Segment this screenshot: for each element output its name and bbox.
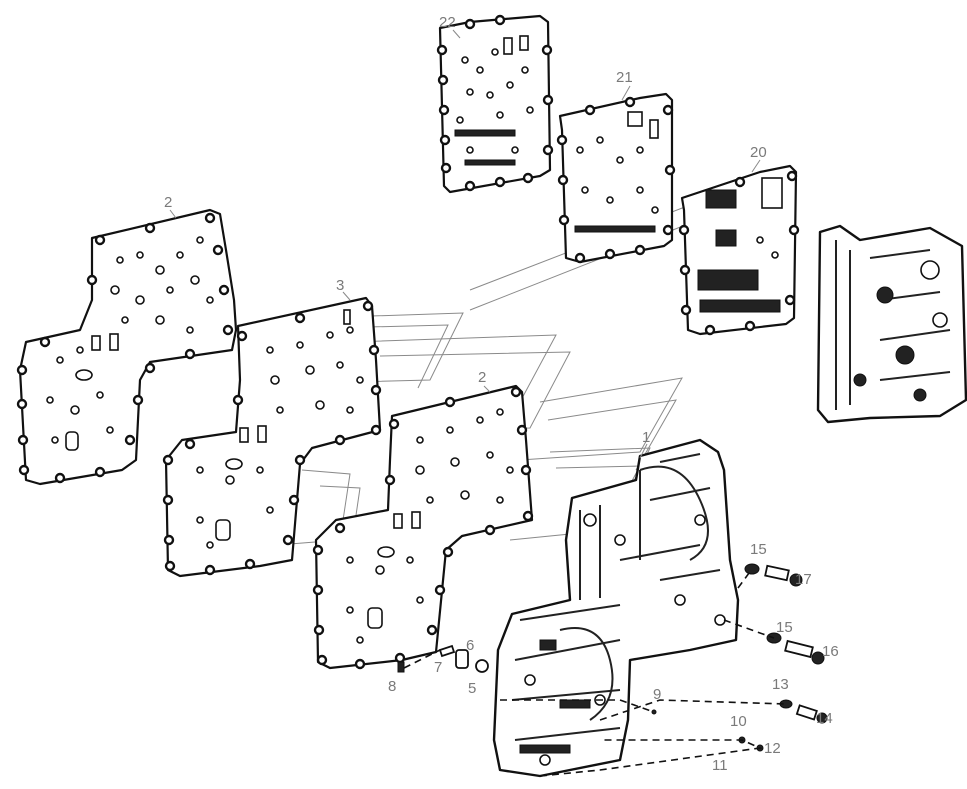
plate-22 (436, 14, 554, 194)
valve-body-housing (816, 224, 967, 424)
label-leaders (169, 29, 761, 459)
label-15-upper: 15 (750, 541, 767, 558)
label-22: 22 (439, 14, 456, 31)
plate-20 (678, 164, 800, 336)
label-7: 7 (434, 659, 442, 676)
label-21: 21 (616, 69, 633, 86)
label-3: 3 (336, 277, 344, 294)
part-labels: 22 21 20 2 3 2 1 15 17 15 16 6 7 8 5 9 1… (164, 14, 839, 774)
plate-21 (556, 92, 676, 264)
assembly-lines (403, 568, 787, 777)
label-12: 12 (764, 740, 781, 757)
label-13: 13 (772, 676, 789, 693)
label-2-right: 2 (478, 369, 486, 386)
label-11: 11 (712, 757, 728, 774)
label-8: 8 (388, 678, 396, 695)
label-17: 17 (795, 571, 812, 588)
label-15-lower: 15 (776, 619, 793, 636)
label-9: 9 (653, 686, 661, 703)
label-10: 10 (730, 713, 747, 730)
label-20: 20 (750, 144, 767, 161)
separator-plate-2-right (312, 384, 534, 670)
label-6: 6 (466, 637, 474, 654)
valve-body-1 (492, 438, 740, 778)
separator-plate-3 (162, 296, 382, 578)
label-5: 5 (468, 680, 476, 697)
separator-plate-2-left (16, 208, 238, 486)
label-14: 14 (816, 710, 833, 727)
label-2-left: 2 (164, 194, 172, 211)
label-1: 1 (642, 429, 650, 446)
label-16: 16 (822, 643, 839, 660)
